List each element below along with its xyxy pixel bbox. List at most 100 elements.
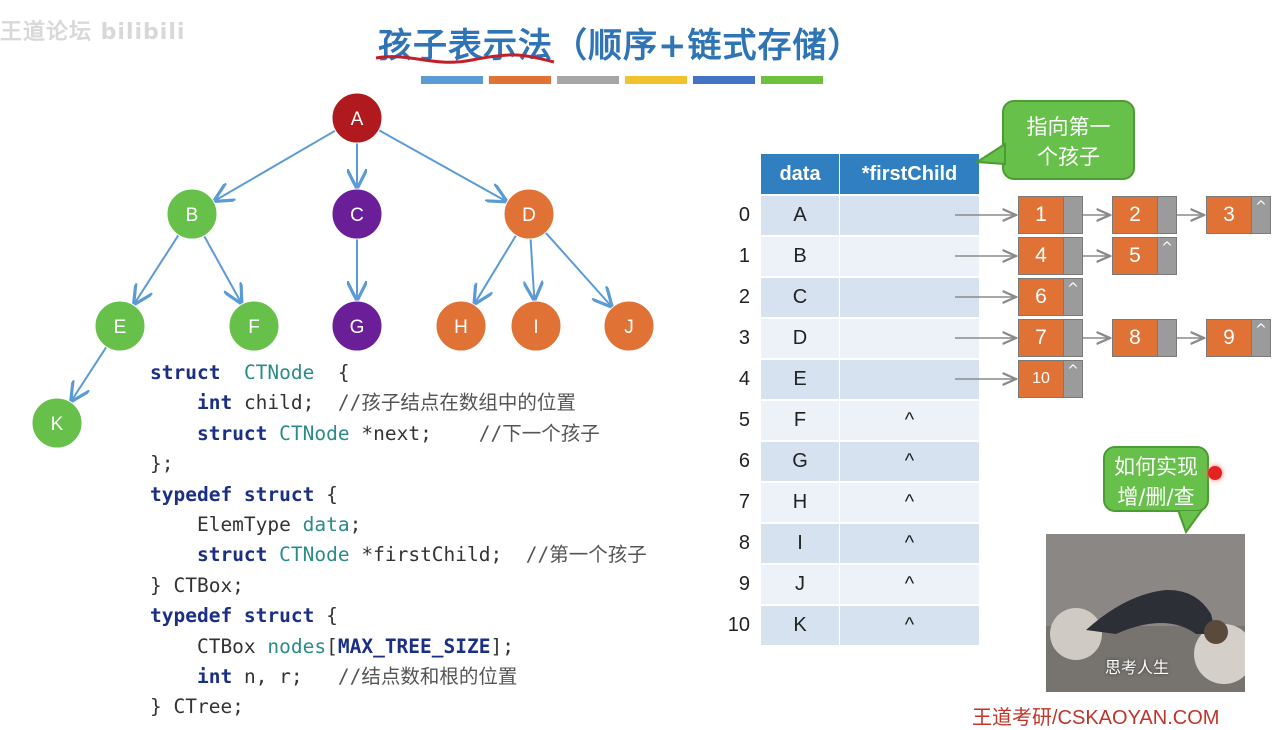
table-row-index: 3 xyxy=(738,327,750,349)
tree-node-label: E xyxy=(114,317,127,338)
child-node-index: 5 xyxy=(1112,237,1158,275)
callout-first-child-tail xyxy=(975,142,1006,166)
tree-edge-A-B xyxy=(215,129,336,201)
code-token: }; xyxy=(150,452,174,476)
code-token: ]; xyxy=(490,634,514,658)
color-bar-2 xyxy=(557,76,619,84)
code-token: [ xyxy=(326,634,338,658)
code-token: *next; xyxy=(349,421,479,445)
footer-brand: 王道考研/CSKAOYAN.COM xyxy=(972,707,1220,729)
child-node: 8 xyxy=(1112,319,1177,357)
code-token: CTNode xyxy=(243,361,315,384)
child-node: 6^ xyxy=(1018,278,1083,316)
code-token: typedef struct xyxy=(150,604,315,628)
tree-node-J: J xyxy=(603,300,655,352)
tree-node-F: F xyxy=(228,300,280,352)
tree-node-label: H xyxy=(454,317,468,338)
tree-node-label: K xyxy=(51,414,64,435)
code-token: int xyxy=(196,391,233,415)
code-token: } CTree; xyxy=(150,695,244,719)
callout-operations-line2: 增/删/查 xyxy=(1117,485,1195,509)
title-underline xyxy=(375,53,555,64)
code-line: int child; //孩子结点在数组中的位置 xyxy=(150,388,647,418)
tree-node-D: D xyxy=(503,188,555,240)
table-cell-firstchild: ^ xyxy=(840,524,979,563)
child-node-index: 7 xyxy=(1018,319,1064,357)
callout-first-child-line1: 指向第一 xyxy=(1026,115,1111,139)
child-node-next: ^ xyxy=(1158,237,1177,275)
code-token: struct xyxy=(150,361,221,384)
tree-node-label: F xyxy=(248,317,260,338)
code-token: //第一个孩子 xyxy=(525,543,647,567)
table-cell-data: G xyxy=(761,442,839,481)
callout-operations-tail xyxy=(1176,510,1204,534)
child-node-index: 3 xyxy=(1206,196,1252,234)
tree-edge-D-H xyxy=(475,234,517,303)
code-token: nodes xyxy=(267,634,327,658)
child-node: 4 xyxy=(1018,237,1083,275)
code-line: struct CTNode *firstChild; //第一个孩子 xyxy=(150,540,647,570)
table-row-index: 7 xyxy=(738,491,750,513)
table-cell-data: F xyxy=(761,401,839,440)
tree-edge-B-F xyxy=(203,235,241,303)
child-node: 1 xyxy=(1018,196,1083,234)
tree-node-label: G xyxy=(350,317,365,338)
tree-node-label: I xyxy=(533,317,538,338)
tree-edge-D-J xyxy=(544,231,611,306)
tree-node-I: I xyxy=(510,300,562,352)
tree-node-G: G xyxy=(331,300,383,352)
table-header-data: data xyxy=(761,154,839,194)
code-token: ; xyxy=(349,513,362,537)
code-token: *firstChild; xyxy=(349,543,526,567)
code-token: ElemType xyxy=(150,513,303,537)
code-line: int n, r; //结点数和根的位置 xyxy=(150,662,647,692)
code-token: struct xyxy=(196,421,268,445)
color-bar-3 xyxy=(625,76,687,84)
code-token: data xyxy=(302,513,350,537)
table-cell-data: J xyxy=(761,565,839,604)
table-row-index: 6 xyxy=(738,450,750,472)
table-header-firstchild: *firstChild xyxy=(840,154,979,194)
table-row-index: 10 xyxy=(727,614,750,636)
code-token: CTNode xyxy=(279,421,350,445)
code-line: typedef struct { xyxy=(150,480,647,510)
child-node-next xyxy=(1158,196,1177,234)
child-node-next: ^ xyxy=(1252,319,1271,357)
tree-edge-B-E xyxy=(135,234,180,303)
tree-node-C: C xyxy=(331,188,383,240)
child-node-next: ^ xyxy=(1064,360,1083,398)
table-cell-data: D xyxy=(761,319,839,358)
code-token: int xyxy=(196,665,233,689)
tree-node-label: A xyxy=(351,109,364,130)
child-node-next xyxy=(1064,319,1083,357)
table-row-index: 8 xyxy=(738,532,750,554)
child-node-next xyxy=(1064,237,1083,275)
callout-first-child: 指向第一 个孩子 xyxy=(1002,100,1135,180)
child-node: 5^ xyxy=(1112,237,1177,275)
code-token: typedef struct xyxy=(150,482,315,506)
code-token: } CTBox; xyxy=(150,573,244,597)
child-node: 10^ xyxy=(1018,360,1083,398)
code-token: CTNode xyxy=(279,543,350,567)
tree-node-B: B xyxy=(166,188,218,240)
tree-node-K: K xyxy=(31,397,83,449)
code-token: child; xyxy=(232,391,338,415)
tree-edge-E-K xyxy=(72,346,108,400)
table-cell-firstchild: ^ xyxy=(840,565,979,604)
code-line: }; xyxy=(150,449,647,479)
callout-first-child-line2: 个孩子 xyxy=(1037,145,1100,169)
tree-edge-D-I xyxy=(531,238,535,299)
tree-diagram: A B C D E F G H I J K xyxy=(31,92,655,449)
table-cell-data: I xyxy=(761,524,839,563)
child-node-index: 2 xyxy=(1112,196,1158,234)
code-token: n, r; xyxy=(232,665,338,689)
table-cell-firstchild: ^ xyxy=(840,483,979,522)
tree-node-H: H xyxy=(435,300,487,352)
table-row-index: 9 xyxy=(738,573,750,595)
table-cell-data: B xyxy=(761,237,839,276)
child-node: 7 xyxy=(1018,319,1083,357)
code-line: typedef struct { xyxy=(150,601,647,631)
code-token: struct xyxy=(196,543,268,567)
tree-node-label: D xyxy=(522,205,536,226)
